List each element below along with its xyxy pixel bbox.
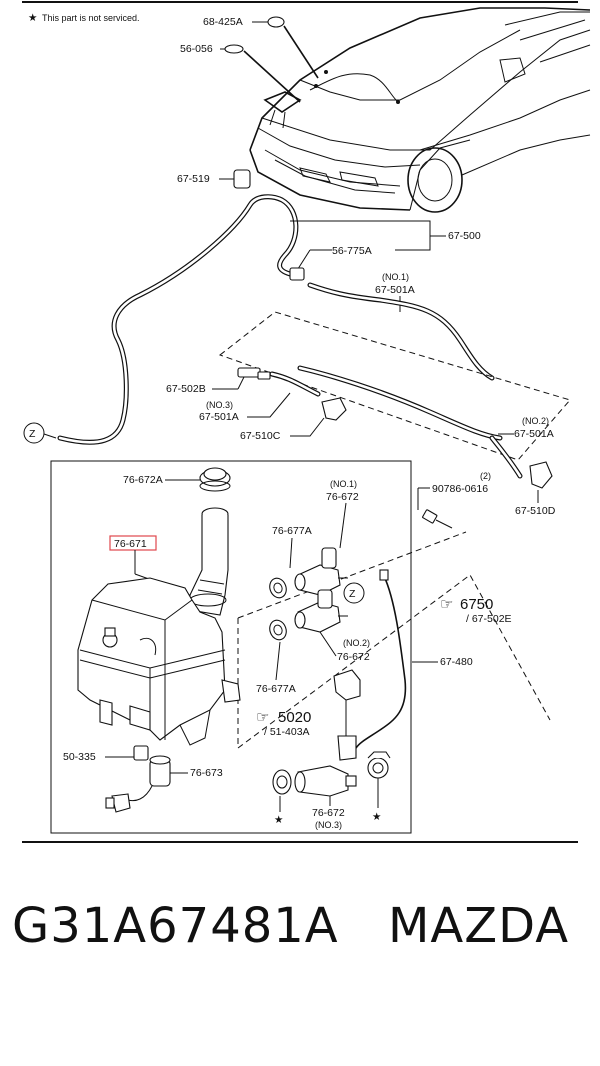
clip-67-519 xyxy=(233,169,251,189)
label-no3-pump: (NO.3) xyxy=(315,820,342,830)
ref-6750: 6750 xyxy=(460,596,493,613)
label-67-501A-no3: 67-501A xyxy=(199,411,239,423)
ref-6750-hand-icon: ☞ xyxy=(440,596,453,613)
part-number: G31A67481A xyxy=(12,898,339,954)
label-67-480: 67-480 xyxy=(440,656,473,668)
nozzle-67-510C xyxy=(321,397,347,421)
label-76-671-highlight xyxy=(109,535,157,551)
notice-text: This part is not serviced. xyxy=(42,13,140,23)
pump-no2 xyxy=(294,589,348,633)
ref-51-403A: / 51-403A xyxy=(264,726,310,738)
label-no3-top: (NO.3) xyxy=(206,400,233,410)
main-hose xyxy=(57,194,299,445)
label-67-501A-no1: 67-501A xyxy=(375,284,415,296)
grommet-lower xyxy=(269,619,287,641)
star-marker-clamp: ★ xyxy=(372,811,382,823)
clip-50-335 xyxy=(133,745,149,761)
label-90786-0616: 90786-0616 xyxy=(432,483,488,495)
plug-56-056 xyxy=(224,44,244,54)
car-illustration xyxy=(249,7,591,213)
label-76-671: 76-671 xyxy=(114,538,147,550)
nozzle-67-510D xyxy=(529,461,553,489)
label-76-672-no1: 76-672 xyxy=(326,491,359,503)
notice-star: ★ xyxy=(28,12,38,24)
ref-67-502E: / 67-502E xyxy=(466,613,512,625)
grommet-no3 xyxy=(272,769,292,795)
label-56-056: 56-056 xyxy=(180,43,213,55)
brand-name: MAZDA xyxy=(388,898,570,954)
label-no2-top: (NO.2) xyxy=(522,416,549,426)
label-76-672-no3: 76-672 xyxy=(312,807,345,819)
svg-text:Z: Z xyxy=(29,428,36,440)
star-marker-grommet: ★ xyxy=(274,814,284,826)
label-56-775A: 56-775A xyxy=(332,245,372,257)
pump-no1 xyxy=(294,547,348,596)
label-67-510D: 67-510D xyxy=(515,505,556,517)
level-sensor-76-673 xyxy=(105,755,171,813)
label-76-673: 76-673 xyxy=(190,767,223,779)
cap-68-425A xyxy=(267,16,285,28)
caption: G31A67481A MAZDA xyxy=(0,898,600,978)
label-76-677A-upper: 76-677A xyxy=(272,525,312,537)
label-67-501A-no2: 67-501A xyxy=(514,428,554,440)
label-67-510C: 67-510C xyxy=(240,430,281,442)
label-68-425A: 68-425A xyxy=(203,16,243,28)
assembly-box xyxy=(50,460,412,834)
label-no1-pump: (NO.1) xyxy=(330,479,357,489)
washer-tank xyxy=(77,577,241,746)
grommet-upper xyxy=(269,577,287,599)
harness-67-480 xyxy=(333,569,407,779)
label-50-335: 50-335 xyxy=(63,751,96,763)
label-67-500: 67-500 xyxy=(448,230,481,242)
filler-neck xyxy=(189,507,229,616)
joint-56-775A xyxy=(289,267,305,281)
reference-circle-z xyxy=(23,422,45,444)
parts-diagram: ★ This part is not serviced. 68-425A 56-… xyxy=(22,1,591,843)
label-76-672A: 76-672A xyxy=(123,474,163,486)
ref-5020: 5020 xyxy=(278,709,311,726)
label-67-519: 67-519 xyxy=(177,173,210,185)
label-76-672-no2: 76-672 xyxy=(337,651,370,663)
label-no2-pump: (NO.2) xyxy=(343,638,370,648)
pump-no3 xyxy=(294,765,357,797)
label-67-502B: 67-502B xyxy=(166,383,206,395)
bolt-90786-0616 xyxy=(422,509,453,529)
label-76-677A-lower: 76-677A xyxy=(256,683,296,695)
label-no1-top: (NO.1) xyxy=(382,272,409,282)
joint-67-502B xyxy=(237,367,261,378)
label-qty-2: (2) xyxy=(480,471,491,481)
ref-5020-hand-icon: ☞ xyxy=(256,709,269,726)
reference-circle-z-box xyxy=(343,582,365,604)
svg-text:Z: Z xyxy=(349,588,356,600)
